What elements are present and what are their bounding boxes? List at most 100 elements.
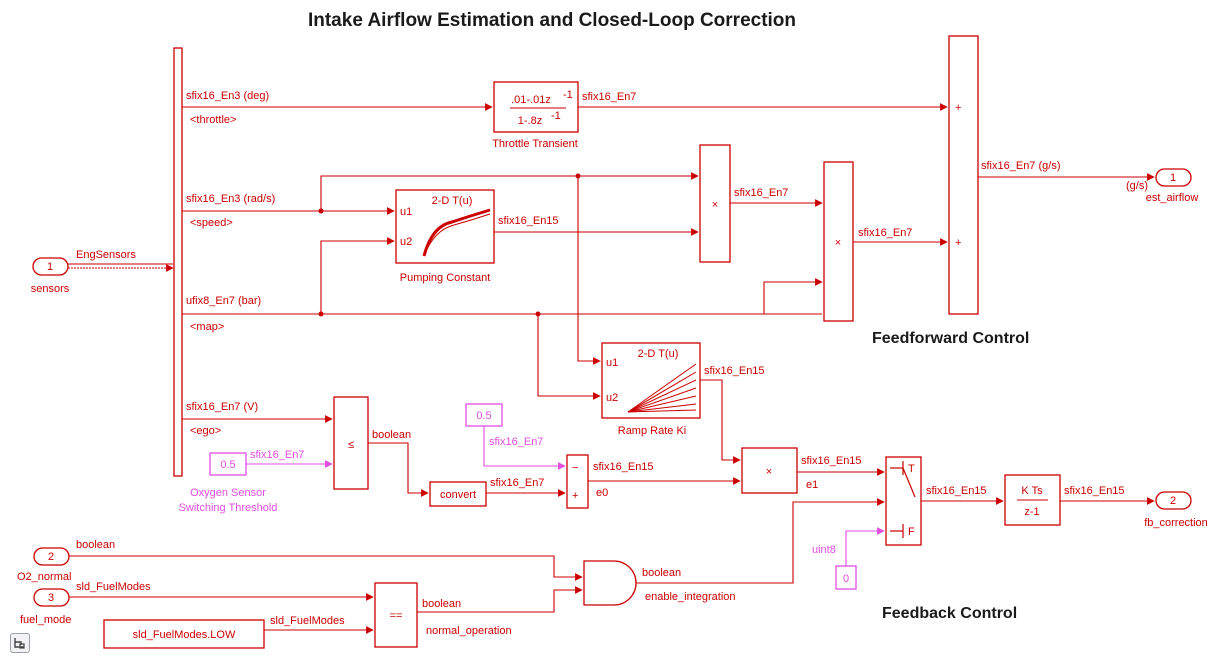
- setpoint-const[interactable]: 0.5: [465, 403, 503, 427]
- svg-text:T: T: [908, 463, 915, 475]
- integrator-block[interactable]: K Ts z-1: [1004, 474, 1061, 526]
- and-type-label: boolean: [642, 567, 681, 579]
- setpoint-line: [483, 426, 566, 470]
- svg-text:u2: u2: [400, 236, 412, 248]
- map-to-product3: [763, 278, 823, 314]
- equality-type-label: boolean: [422, 598, 461, 610]
- inport-o2-normal[interactable]: 2: [33, 547, 70, 566]
- ramp-rate-name: Ramp Rate Ki: [618, 425, 686, 437]
- error-type-label: sfix16_En15: [593, 461, 654, 473]
- bus-signal-throttle-type: sfix16_En3 (deg): [186, 90, 269, 102]
- inport-fuel-mode[interactable]: 3: [33, 588, 70, 607]
- svg-text:1: 1: [47, 261, 53, 273]
- svg-text:3: 3: [48, 592, 54, 604]
- svg-text:.01-.01z: .01-.01z: [511, 94, 551, 106]
- map-junction: [318, 311, 324, 317]
- relational-operator-block[interactable]: ≤: [333, 396, 369, 490]
- bus-signal-map-name: <map>: [190, 321, 224, 333]
- bus-input-label: EngSensors: [76, 249, 136, 261]
- setpoint-out-label: sfix16_En7: [489, 436, 543, 448]
- svg-text:+: +: [955, 102, 961, 114]
- enum-const[interactable]: sld_FuelModes.LOW: [103, 619, 265, 649]
- svg-text:0.5: 0.5: [220, 459, 235, 471]
- feedforward-label: Feedforward Control: [872, 330, 1029, 347]
- and-out-line: [636, 498, 885, 584]
- prod2-out-label: sfix16_En7: [858, 227, 912, 239]
- map-junction2: [535, 311, 541, 317]
- o2-line: [69, 555, 583, 581]
- svg-text:≤: ≤: [348, 439, 354, 451]
- svg-text:0.5: 0.5: [476, 410, 491, 422]
- and-name-label: enable_integration: [645, 591, 736, 603]
- svg-text:×: ×: [766, 466, 772, 478]
- convert-block[interactable]: convert: [429, 481, 487, 507]
- model-browser-icon[interactable]: [10, 633, 30, 653]
- and-gate-block[interactable]: [583, 560, 637, 606]
- bus-signal-throttle-name: <throttle>: [190, 114, 236, 126]
- sum-feedforward-block[interactable]: + +: [948, 35, 979, 315]
- equality-out-line: [417, 586, 583, 613]
- pumping-constant-name: Pumping Constant: [400, 272, 491, 284]
- svg-text:−: −: [572, 462, 578, 474]
- svg-text:==: ==: [390, 610, 403, 622]
- product2-block[interactable]: ×: [823, 161, 854, 322]
- oxygen-threshold-name-2: Switching Threshold: [179, 502, 278, 514]
- svg-text:u1: u1: [606, 357, 618, 369]
- inport-fuel-mode-label: fuel_mode: [20, 614, 71, 626]
- sum-out-label: sfix16_En7 (g/s): [981, 160, 1060, 172]
- svg-text:K Ts: K Ts: [1021, 485, 1043, 497]
- inport-sensors[interactable]: 1: [32, 257, 69, 276]
- outport-fb-correction[interactable]: 2: [1155, 491, 1192, 510]
- ramp-out-label: sfix16_En15: [704, 365, 765, 377]
- equality-block[interactable]: ==: [374, 582, 418, 648]
- o2-type-label: boolean: [76, 539, 115, 551]
- svg-text:1: 1: [1170, 172, 1176, 184]
- svg-text:+: +: [955, 237, 961, 249]
- bus-signal-map-type: ufix8_En7 (bar): [186, 295, 261, 307]
- switch-block[interactable]: T F: [885, 456, 922, 546]
- convert-out-label: sfix16_En7: [490, 477, 544, 489]
- outport-est-airflow-unit: (g/s): [1126, 180, 1148, 192]
- bus-signal-ego-name: <ego>: [190, 425, 221, 437]
- oxygen-threshold-const[interactable]: 0.5: [209, 452, 247, 476]
- map-to-ramp: [537, 314, 601, 400]
- bus-signal-speed-type: sfix16_En3 (rad/s): [186, 193, 275, 205]
- ramp-rate-block[interactable]: 2-D T(u) u1 u2: [601, 342, 701, 419]
- svg-text:1-.8z: 1-.8z: [518, 115, 542, 127]
- relational-out-label: boolean: [372, 429, 411, 441]
- bus-signal-speed-name: <speed>: [190, 217, 233, 229]
- enum-type-label: sld_FuelModes: [270, 615, 345, 627]
- speed-branch-ramp: [577, 176, 601, 365]
- svg-text:convert: convert: [440, 489, 476, 501]
- zero-const[interactable]: 0: [835, 565, 857, 590]
- bus-selector[interactable]: [173, 47, 183, 477]
- svg-text:+: +: [572, 490, 578, 502]
- bus-signal-ego-type: sfix16_En7 (V): [186, 401, 258, 413]
- diagram-title: Intake Airflow Estimation and Closed-Loo…: [308, 10, 796, 31]
- hierarchy-icon: [14, 638, 25, 649]
- throttle-transient-block[interactable]: .01-.01z -1 1-.8z -1: [493, 81, 579, 133]
- e1-name-label: e1: [806, 479, 818, 491]
- threshold-out-label: sfix16_En7: [250, 449, 304, 461]
- product1-block[interactable]: ×: [699, 144, 731, 263]
- error-sum-block[interactable]: − +: [566, 454, 589, 509]
- inport-sensors-label: sensors: [31, 283, 70, 295]
- svg-text:u2: u2: [606, 392, 618, 404]
- pumping-constant-block[interactable]: 2-D T(u) u1 u2: [395, 189, 495, 264]
- svg-text:2-D T(u): 2-D T(u): [638, 348, 679, 360]
- equality-name-label: normal_operation: [426, 625, 512, 637]
- product3-block[interactable]: ×: [741, 447, 798, 494]
- pumping-out-label: sfix16_En15: [498, 215, 559, 227]
- oxygen-threshold-name-1: Oxygen Sensor: [190, 487, 266, 499]
- svg-text:2: 2: [1170, 495, 1176, 507]
- prod1-out-label: sfix16_En7: [734, 187, 788, 199]
- svg-text:F: F: [908, 526, 915, 538]
- svg-text:z-1: z-1: [1024, 506, 1039, 518]
- outport-est-airflow[interactable]: 1: [1155, 168, 1192, 187]
- integrator-out-label: sfix16_En15: [1064, 485, 1125, 497]
- relational-out-line: [368, 442, 429, 497]
- svg-text:-1: -1: [563, 89, 573, 101]
- ramp-out-line: [700, 379, 741, 464]
